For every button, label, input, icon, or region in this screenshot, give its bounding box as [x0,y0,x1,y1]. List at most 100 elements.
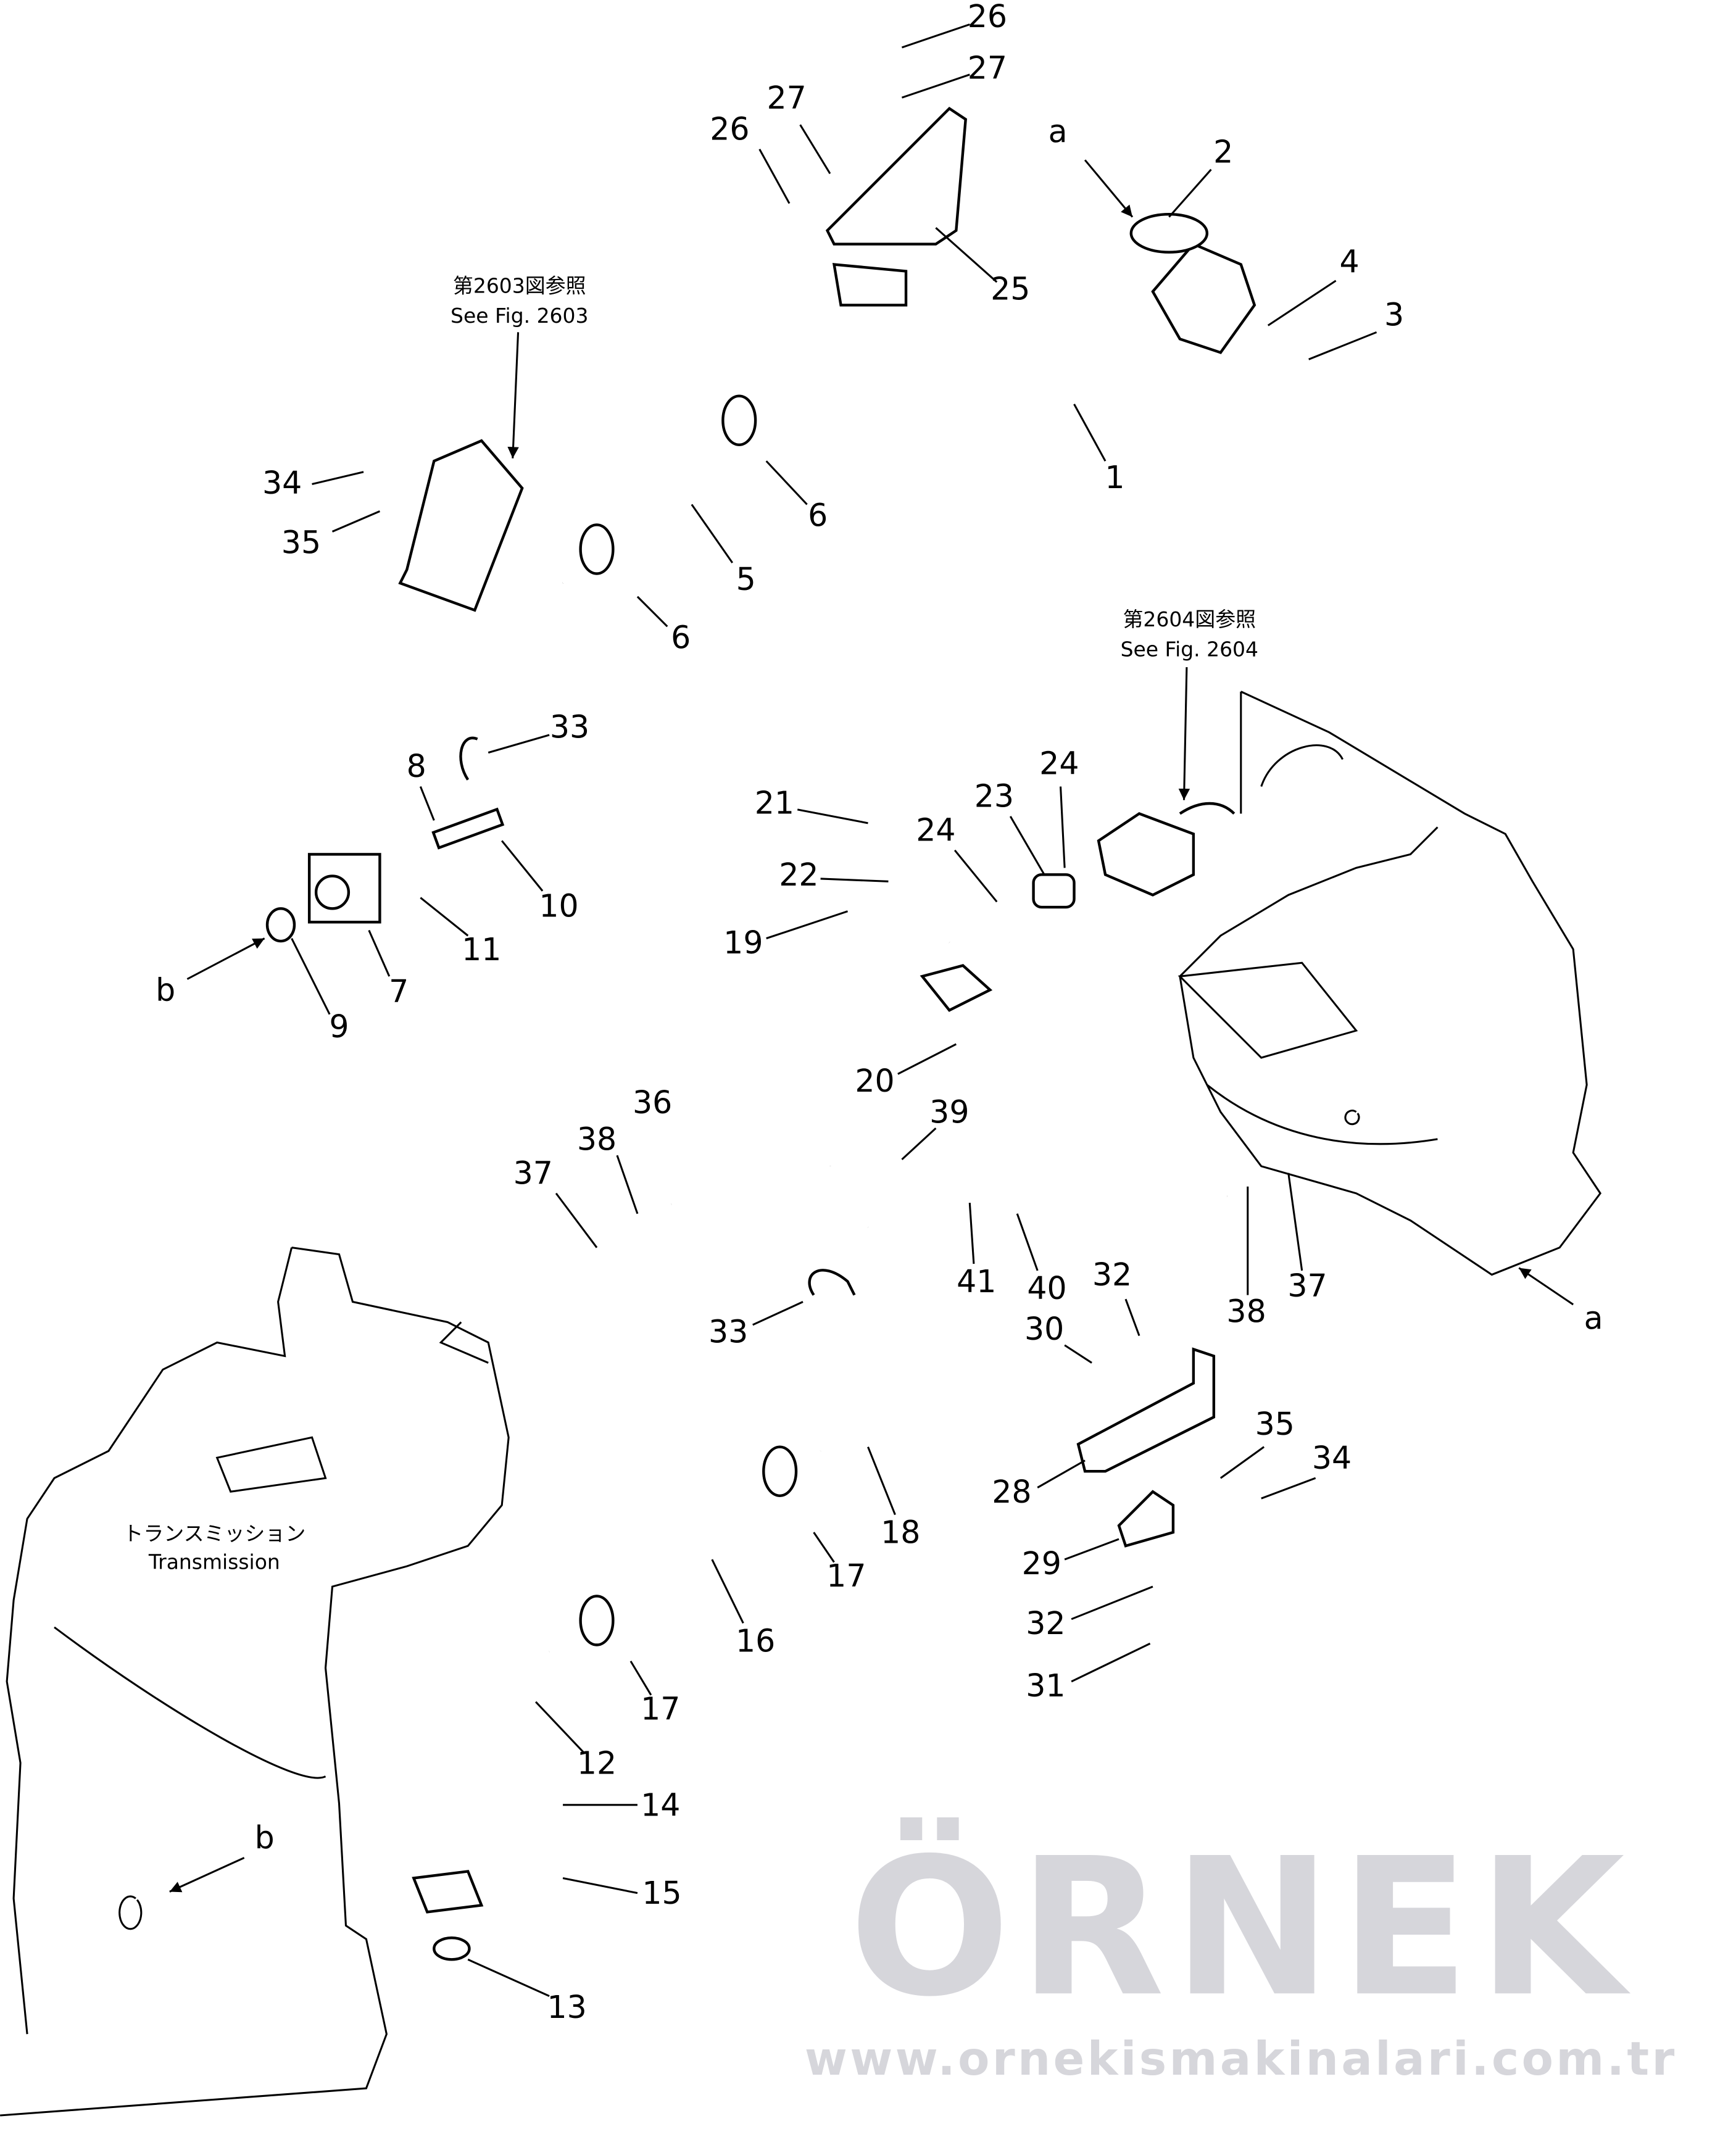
leader-line [901,23,970,49]
transmission-label: トランスミッション Transmission [123,1521,305,1574]
clamp-6 [579,523,615,575]
leader-line [797,808,868,824]
o-ring-2 [1129,213,1209,254]
callout-20: 20 [855,1063,894,1099]
leader-line [616,1155,639,1214]
leader-line [799,124,831,175]
callout-38: 38 [1226,1293,1266,1330]
leader-line [1009,816,1045,876]
callout-32: 32 [1026,1605,1065,1641]
callout-10: 10 [539,887,578,924]
leader-line [935,227,998,283]
callout-11: 11 [462,931,501,968]
callout-26: 26 [710,110,749,147]
callout-41: 41 [957,1263,996,1300]
callout-37: 37 [513,1155,553,1191]
callout-29: 29 [1022,1545,1061,1582]
leader-line [953,849,998,903]
callout-3: 3 [1384,296,1404,333]
ref-2603-jp: 第2603図参照 [453,274,586,298]
leader-line [1071,1585,1153,1621]
u-bolt-33 [808,1269,856,1296]
leader-line [562,1877,638,1895]
leader-line [1219,1446,1265,1479]
callout-b: b [156,972,175,1008]
callout-23: 23 [974,778,1014,814]
bracket-28 [1076,1347,1216,1473]
ref-2603-en: See Fig. 2603 [451,304,588,328]
leader-line [1267,280,1337,326]
callout-24: 24 [1039,745,1079,782]
callout-14: 14 [641,1787,680,1823]
leader-line [1016,1213,1039,1271]
callout-34: 34 [1312,1440,1352,1476]
callout-4: 4 [1340,244,1360,280]
callout-34: 34 [262,465,302,501]
leader-line [1071,1642,1151,1683]
callout-2: 2 [1213,134,1233,170]
leader-line [691,504,734,563]
leader-line [1124,1298,1140,1337]
leader-line [1518,1267,1574,1306]
port-7 [314,874,351,910]
leader-line [291,937,331,1015]
callout-a: a [1049,114,1068,150]
callout-32: 32 [1092,1256,1132,1293]
callout-6: 6 [671,619,691,655]
leader-line [555,1192,598,1248]
leader-line [1073,404,1107,462]
callout-26: 26 [968,0,1007,35]
callout-5: 5 [736,561,756,597]
leader-line [1037,1459,1086,1488]
leader-line [636,596,668,628]
callout-33: 33 [708,1313,748,1350]
leader-line [312,471,364,485]
callout-21: 21 [755,784,794,821]
leader-line [535,1701,584,1753]
transmission-port [439,1321,489,1364]
leader-line [1060,786,1066,868]
callout-24: 24 [916,811,955,848]
callout-17: 17 [641,1690,680,1727]
callout-27: 27 [968,49,1007,86]
elbow-2604 [1097,802,1236,897]
callout-8: 8 [407,748,426,784]
callout-30: 30 [1024,1311,1064,1347]
callout-17: 17 [826,1558,866,1594]
callout-39: 39 [929,1094,969,1130]
callout-6: 6 [808,497,828,534]
leader-line [1084,159,1134,218]
callout-31: 31 [1026,1667,1065,1704]
o-ring-13 [433,1936,471,1961]
clamp-6 [721,394,757,446]
o-ring-9 [265,907,296,943]
leader-line [169,1857,245,1893]
callout-9: 9 [329,1008,349,1045]
callout-13: 13 [547,1989,587,2025]
reference-fig-2603: 第2603図参照 See Fig. 2603 [451,274,588,459]
callout-35: 35 [1255,1406,1295,1442]
hose-23 [1032,873,1076,909]
leader-line [897,1043,957,1075]
leader-line [968,1203,975,1264]
watermark-brand: ÖRNEK [849,1816,1633,2038]
bracket-2603 [398,439,524,612]
leader-line [711,1559,744,1624]
callout-a: a [1584,1300,1603,1337]
leader-line [500,840,544,892]
leader-line [867,1446,896,1516]
bolt-10 [431,807,505,850]
callout-27: 27 [766,80,806,116]
leader-line [1261,1477,1316,1500]
bracket-29 [1117,1490,1175,1548]
leader-line [488,734,550,754]
callout-35: 35 [281,525,321,561]
callout-33: 33 [550,708,589,745]
watermark: ÖRNEK www.ornekismakinalari.com.tr [805,1816,1674,2086]
callout-b: b [255,1819,275,1856]
callout-36: 36 [633,1084,672,1121]
leader-line [766,910,849,940]
reference-arrow [1178,667,1190,800]
